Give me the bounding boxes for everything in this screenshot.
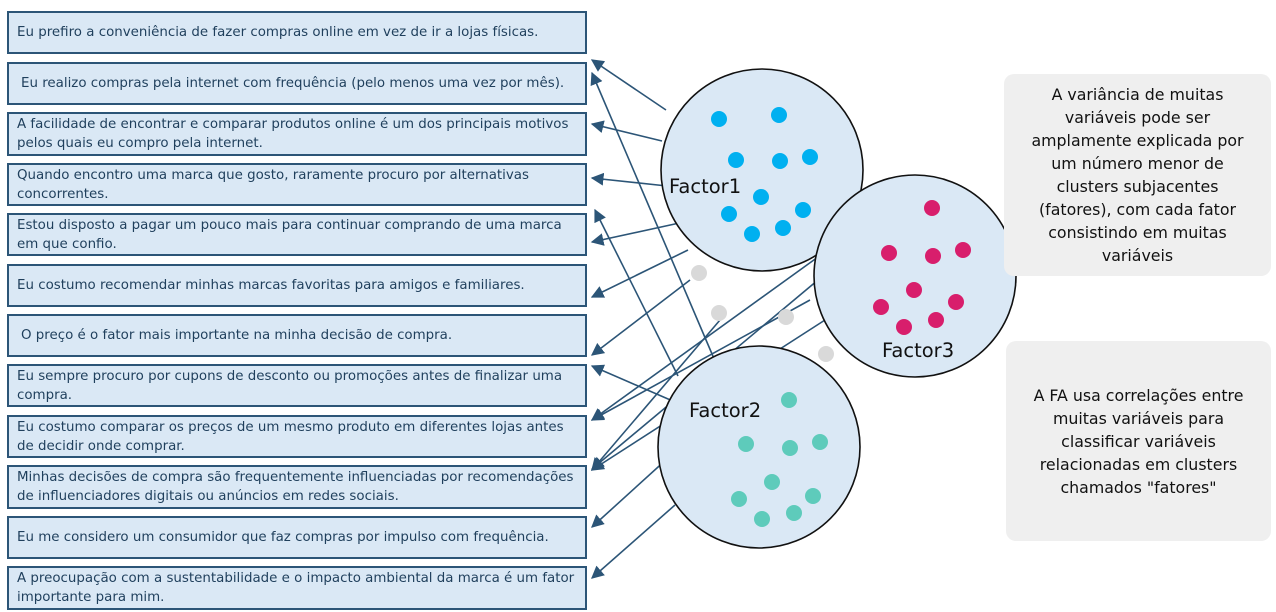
factor1-dot xyxy=(721,206,737,222)
unassigned-dots xyxy=(691,265,834,362)
factor1-dot xyxy=(795,202,811,218)
factor3-dot xyxy=(906,282,922,298)
factor1-dot xyxy=(802,149,818,165)
factor1-label: Factor1 xyxy=(669,175,742,198)
variable-item-4: Quando encontro uma marca que gosto, rar… xyxy=(7,163,587,206)
variable-item-3: A facilidade de encontrar e comparar pro… xyxy=(7,112,587,156)
connector-arrow xyxy=(590,221,685,246)
variable-item-11: Eu me considero um consumidor que faz co… xyxy=(7,516,587,559)
factor2-label: Factor2 xyxy=(689,399,762,422)
connector-arrow xyxy=(591,319,721,471)
unassigned-dot xyxy=(818,346,834,362)
connector-arrows xyxy=(590,59,826,579)
factor3-label: Factor3 xyxy=(882,339,955,362)
factor3-dot xyxy=(948,294,964,310)
factor2-dot xyxy=(754,511,770,527)
factor2-dot xyxy=(738,436,754,452)
factor-circles xyxy=(657,68,1017,549)
variable-item-9: Eu costumo comparar os preços de um mesm… xyxy=(7,415,587,458)
connector-arrow xyxy=(591,457,669,528)
factor2-dot xyxy=(782,440,798,456)
variable-item-2: Eu realizo compras pela internet com fre… xyxy=(7,62,587,105)
connector-arrow xyxy=(590,71,719,369)
factor1-dot xyxy=(775,220,791,236)
variance-note: A variância de muitas variáveis pode ser… xyxy=(1004,74,1271,276)
connector-arrow xyxy=(590,249,689,298)
variable-item-6: Eu costumo recomendar minhas marcas favo… xyxy=(7,264,587,307)
factor2-dot xyxy=(812,434,828,450)
connector-arrow xyxy=(594,208,679,377)
factor3-dot xyxy=(955,242,971,258)
factor2-dot xyxy=(781,392,797,408)
variable-item-12: A preocupação com a sustentabilidade e o… xyxy=(7,566,587,610)
factor2-dot xyxy=(786,505,802,521)
unassigned-dot xyxy=(711,305,727,321)
factor1-dot xyxy=(728,152,744,168)
factor3-dot xyxy=(873,299,889,315)
factor1-dot xyxy=(772,153,788,169)
connector-arrow xyxy=(590,279,691,356)
factor2-dot xyxy=(764,474,780,490)
connector-arrow xyxy=(590,172,668,187)
factor1-dot xyxy=(753,189,769,205)
variable-item-7: O preço é o fator mais importante na min… xyxy=(7,314,587,357)
connector-arrow xyxy=(590,299,811,421)
factor1-dot xyxy=(771,107,787,123)
variable-item-1: Eu prefiro a conveniência de fazer compr… xyxy=(7,11,587,54)
factor3-circle xyxy=(813,174,1017,378)
unassigned-dot xyxy=(778,309,794,325)
connector-arrow xyxy=(590,120,663,142)
connector-arrow xyxy=(591,504,676,579)
factor3-dot xyxy=(881,245,897,261)
variable-item-10: Minhas decisões de compra são frequentem… xyxy=(7,465,587,509)
factor1-dot xyxy=(711,111,727,127)
connector-arrow xyxy=(590,59,667,111)
fa-note: A FA usa correlações entre muitas variáv… xyxy=(1006,341,1271,541)
variable-item-5: Estou disposto a pagar um pouco mais par… xyxy=(7,213,587,256)
factor2-dot xyxy=(731,491,747,507)
factor1-dot xyxy=(744,226,760,242)
factor3-dot xyxy=(928,312,944,328)
factor3-dot xyxy=(896,319,912,335)
unassigned-dot xyxy=(691,265,707,281)
factor3-dot xyxy=(924,200,940,216)
factor2-dot xyxy=(805,488,821,504)
factor3-dot xyxy=(925,248,941,264)
variable-item-8: Eu sempre procuro por cupons de desconto… xyxy=(7,364,587,407)
connector-arrow xyxy=(590,364,676,403)
